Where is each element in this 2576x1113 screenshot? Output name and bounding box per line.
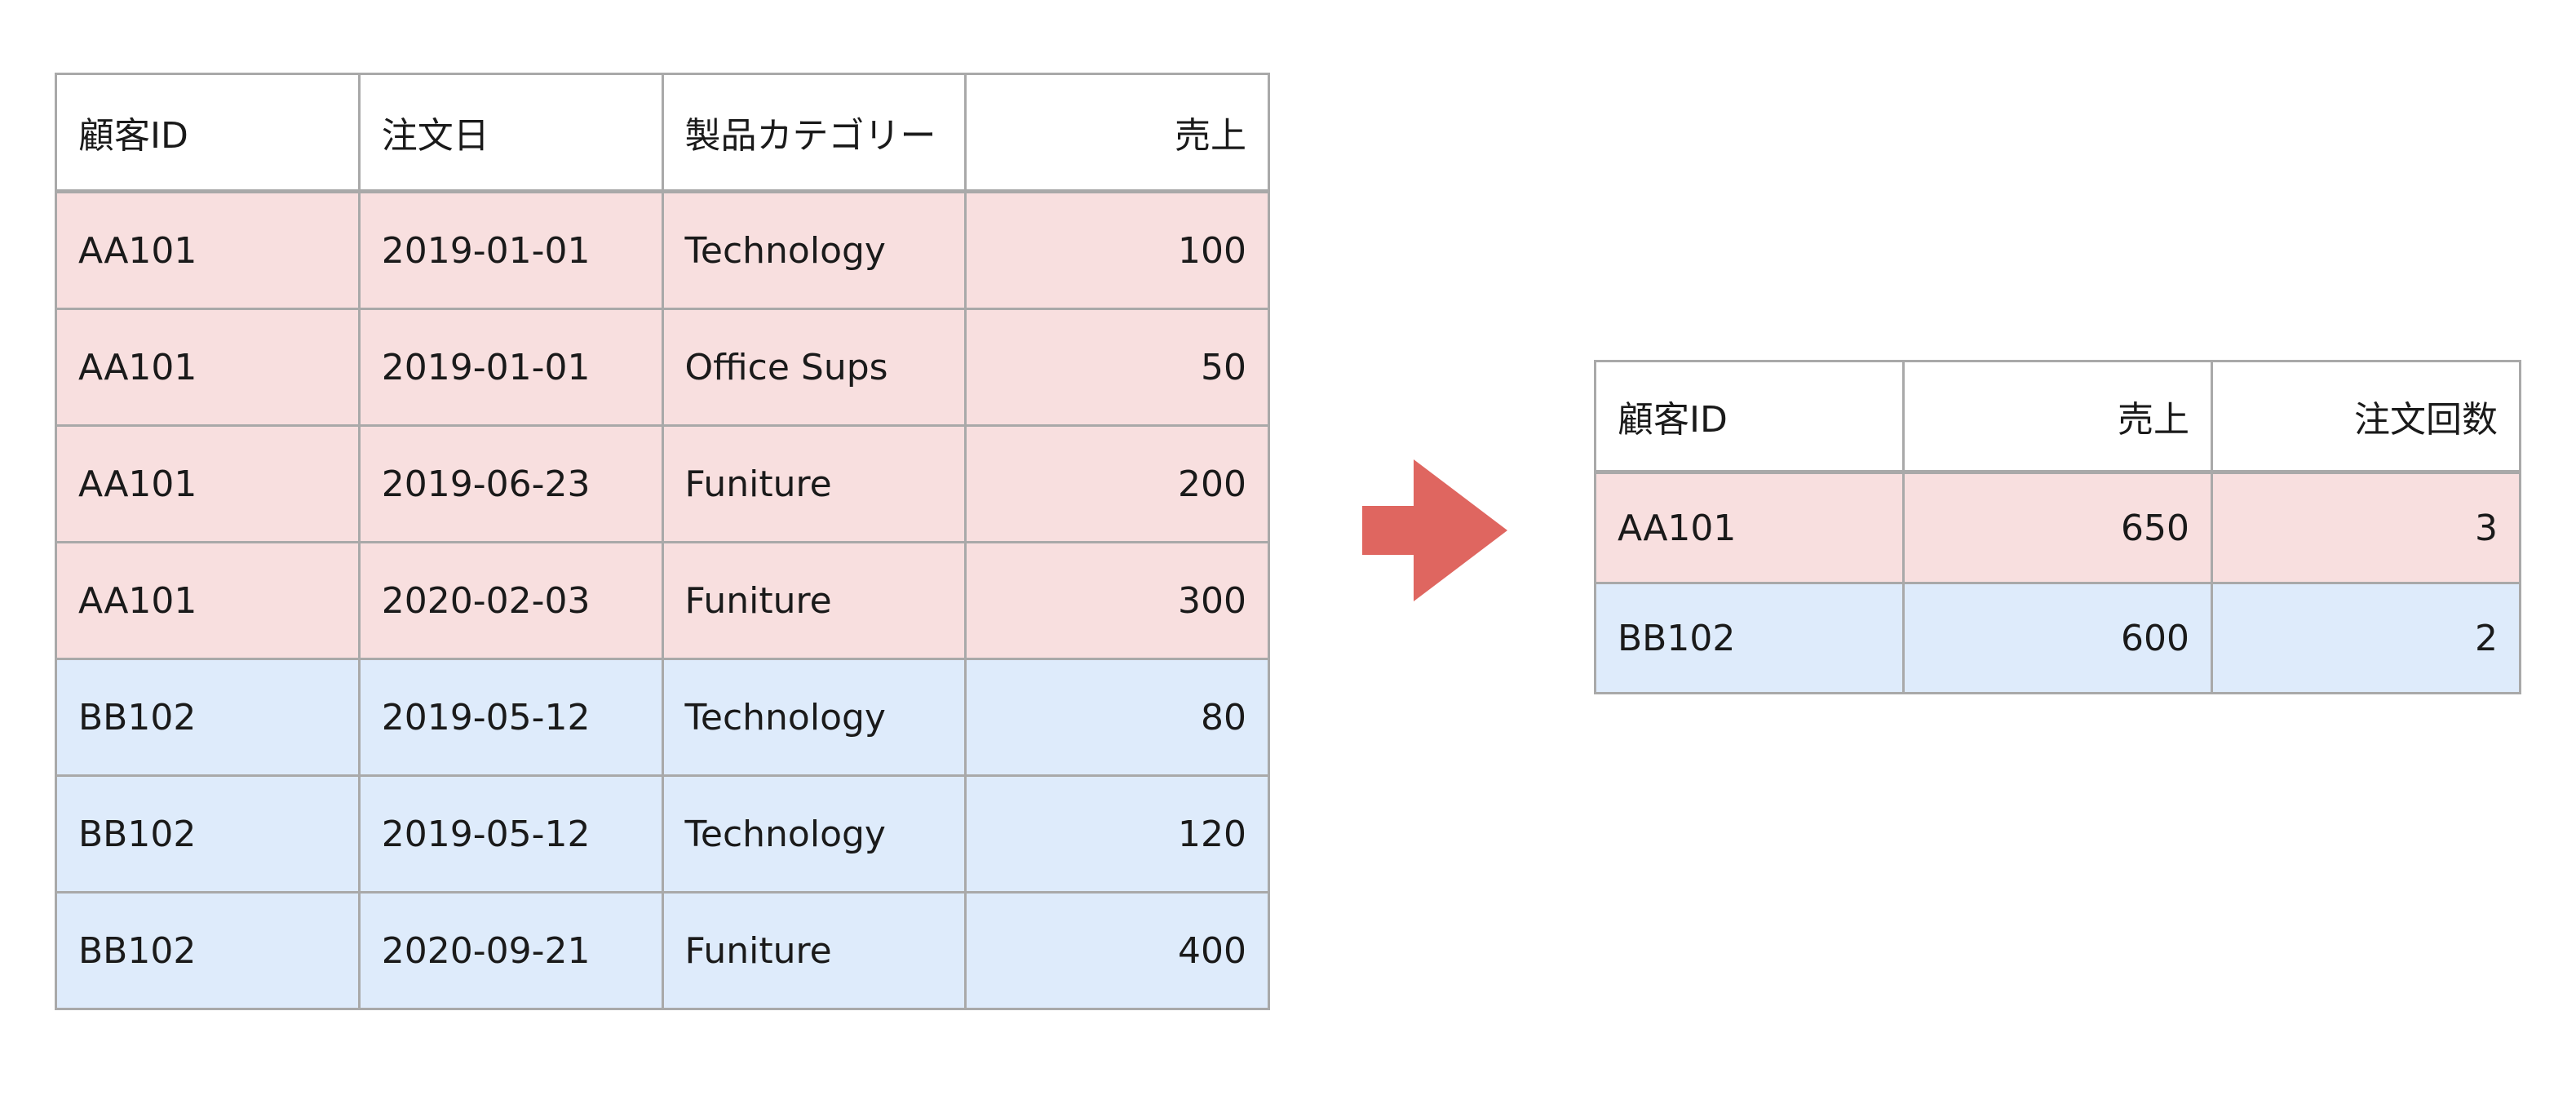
cell-order-date: 2020-09-21: [357, 891, 664, 1010]
table-header-row: 顧客ID 売上 注文回数: [1593, 360, 2521, 474]
header-order-date: 注文日: [357, 73, 664, 193]
cell-order-date: 2019-01-01: [357, 190, 664, 310]
cell-product-category: Office Sups: [661, 308, 967, 427]
table-row: AA101 650 3: [1593, 471, 2521, 584]
cell-sales: 200: [964, 424, 1270, 543]
header-sales: 売上: [964, 73, 1270, 193]
cell-order-count: 2: [2211, 582, 2521, 694]
cell-order-date: 2019-06-23: [357, 424, 664, 543]
table-row: AA101 2019-01-01 Technology 100: [55, 190, 1270, 310]
cell-sales-total: 650: [1902, 471, 2214, 584]
table-row: BB102 2019-05-12 Technology 120: [55, 774, 1270, 894]
cell-customer-id: AA101: [55, 541, 361, 660]
cell-sales: 50: [964, 308, 1270, 427]
header-customer-id: 顧客ID: [55, 73, 361, 193]
cell-sales-total: 600: [1902, 582, 2214, 694]
table-row: AA101 2020-02-03 Funiture 300: [55, 541, 1270, 660]
cell-product-category: Funiture: [661, 891, 967, 1010]
cell-sales: 80: [964, 658, 1270, 777]
cell-sales: 300: [964, 541, 1270, 660]
cell-customer-id: AA101: [55, 190, 361, 310]
table-row: AA101 2019-01-01 Office Sups 50: [55, 308, 1270, 427]
cell-sales: 400: [964, 891, 1270, 1010]
table-row: BB102 2020-09-21 Funiture 400: [55, 891, 1270, 1010]
header-product-category: 製品カテゴリー: [661, 73, 967, 193]
cell-order-count: 3: [2211, 471, 2521, 584]
cell-sales: 100: [964, 190, 1270, 310]
cell-order-date: 2019-05-12: [357, 658, 664, 777]
cell-customer-id: BB102: [55, 891, 361, 1010]
cell-product-category: Funiture: [661, 424, 967, 543]
cell-customer-id: AA101: [1593, 471, 1905, 584]
cell-customer-id: BB102: [55, 658, 361, 777]
cell-customer-id: AA101: [55, 424, 361, 543]
cell-product-category: Technology: [661, 190, 967, 310]
cell-sales: 120: [964, 774, 1270, 894]
customer-summary-table: 顧客ID 売上 注文回数 AA101 650 3 BB102 600 2: [1593, 360, 2521, 694]
source-orders-table: 顧客ID 注文日 製品カテゴリー 売上 AA101 2019-01-01 Tec…: [55, 73, 1270, 1010]
cell-customer-id: BB102: [1593, 582, 1905, 694]
cell-customer-id: BB102: [55, 774, 361, 894]
cell-order-date: 2020-02-03: [357, 541, 664, 660]
cell-product-category: Technology: [661, 658, 967, 777]
header-order-count: 注文回数: [2211, 360, 2521, 474]
cell-order-date: 2019-01-01: [357, 308, 664, 427]
cell-customer-id: AA101: [55, 308, 361, 427]
right-arrow-icon: [1362, 459, 1507, 601]
right-arrow-shape: [1362, 459, 1507, 601]
cell-product-category: Funiture: [661, 541, 967, 660]
cell-order-date: 2019-05-12: [357, 774, 664, 894]
table-row: AA101 2019-06-23 Funiture 200: [55, 424, 1270, 543]
cell-product-category: Technology: [661, 774, 967, 894]
header-customer-id: 顧客ID: [1593, 360, 1905, 474]
table-row: BB102 600 2: [1593, 582, 2521, 694]
table-row: BB102 2019-05-12 Technology 80: [55, 658, 1270, 777]
table-header-row: 顧客ID 注文日 製品カテゴリー 売上: [55, 73, 1270, 193]
header-sales: 売上: [1902, 360, 2214, 474]
